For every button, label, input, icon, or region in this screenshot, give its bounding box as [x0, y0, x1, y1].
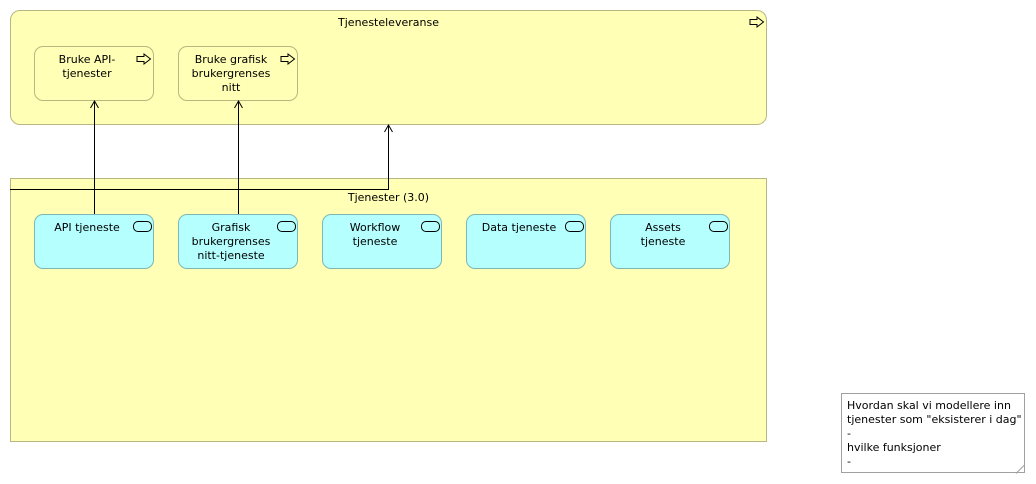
- service-label-line: Grafisk: [211, 221, 251, 234]
- process-label-line: tjenester: [62, 67, 112, 80]
- process-label-line: nitt: [221, 81, 241, 94]
- process-label-line: Bruke grafisk: [194, 53, 268, 66]
- service-api[interactable]: API tjeneste: [34, 214, 154, 269]
- service-icon: [277, 221, 296, 232]
- service-label-line: brukergrenses: [191, 235, 271, 248]
- service-label-line: tjeneste: [352, 235, 398, 248]
- note-line: -: [847, 455, 851, 468]
- service-assets[interactable]: Assets tjeneste: [610, 214, 730, 269]
- service-workflow[interactable]: Workflow tjeneste: [322, 214, 442, 269]
- service-label-line: Workflow: [349, 221, 401, 234]
- service-label-line: tjeneste: [640, 235, 686, 248]
- service-icon: [133, 221, 152, 232]
- service-icon: [709, 221, 728, 232]
- service-data[interactable]: Data tjeneste: [466, 214, 586, 269]
- note-box[interactable]: Hvordan skal vi modellere inn tjenester …: [841, 393, 1025, 473]
- process-label-line: brukergrenses: [191, 67, 271, 80]
- service-icon: [565, 221, 584, 232]
- note-line: tjenester som "eksisterer i dag" -: [847, 413, 1022, 440]
- process-arrow-icon: [749, 16, 765, 28]
- process-label-line: Bruke API-: [58, 53, 116, 66]
- service-delivery-title: Tjenesteleveranse: [338, 16, 439, 29]
- services-group-title: Tjenester (3.0): [347, 191, 430, 204]
- note-line: hvilke funksjoner: [847, 441, 941, 454]
- process-arrow-icon: [280, 53, 296, 65]
- service-label-line: Data tjeneste: [481, 221, 557, 234]
- note-line: Hvordan skal vi modellere inn: [847, 399, 1011, 412]
- service-label-line: Assets: [645, 221, 681, 234]
- process-arrow-icon: [136, 53, 152, 65]
- service-graphical-ui[interactable]: Grafisk brukergrenses nitt-tjeneste: [178, 214, 298, 269]
- service-label-line: nitt-tjeneste: [197, 249, 265, 262]
- service-icon: [421, 221, 440, 232]
- process-use-api-services[interactable]: Bruke API- tjenester: [34, 46, 154, 101]
- service-label-line: API tjeneste: [54, 221, 120, 234]
- process-use-graphical-ui[interactable]: Bruke grafisk brukergrenses nitt: [178, 46, 298, 101]
